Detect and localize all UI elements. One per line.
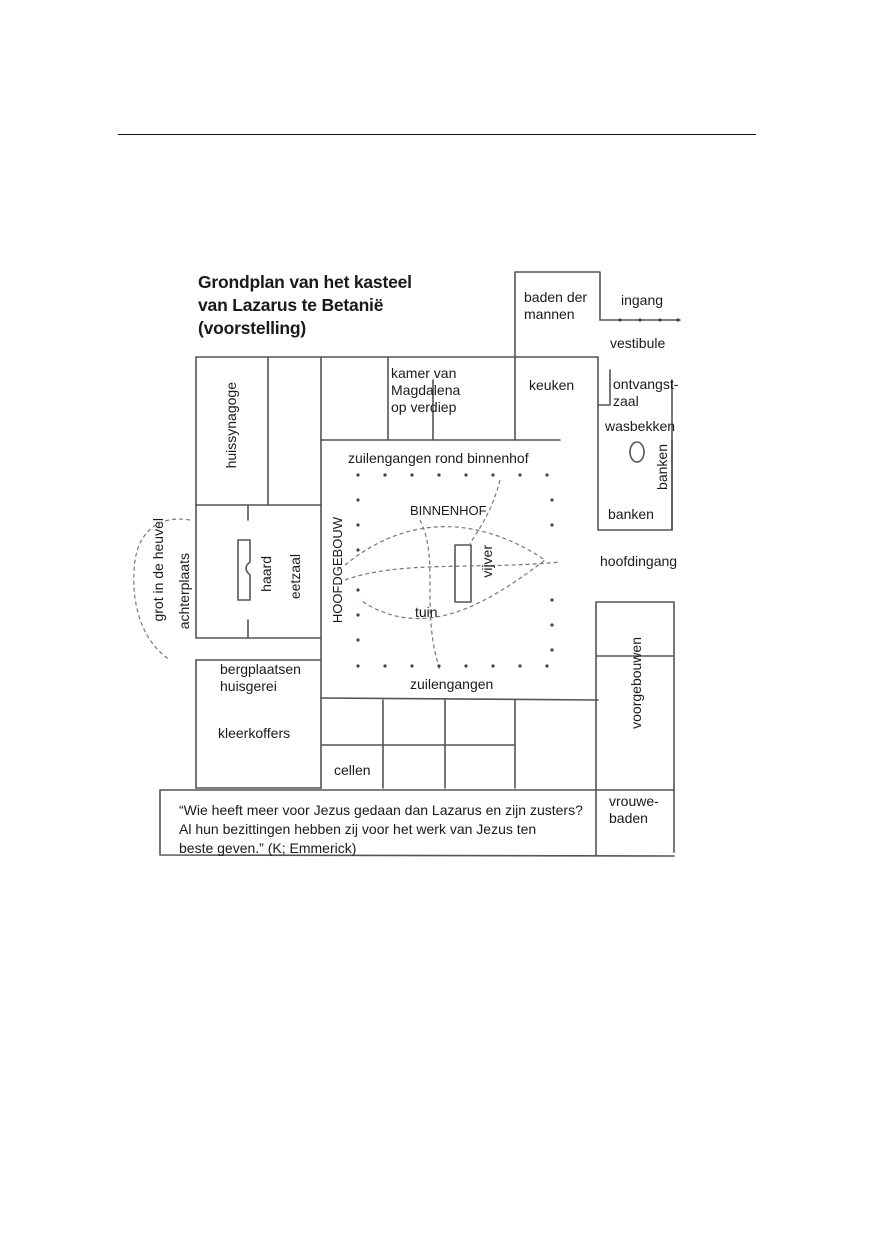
label-wasbekken: wasbekken: [605, 418, 676, 434]
label-baden-der-mannen: baden der mannen: [524, 289, 588, 322]
label-zuilengangen: zuilengangen: [410, 676, 494, 692]
label-banken: banken: [608, 506, 654, 522]
label-banken-vertical: banken: [654, 444, 670, 490]
plan-title: Grondplan van het kasteel van Lazarus te…: [198, 271, 412, 340]
label-kleerkoffers: kleerkoffers: [218, 725, 291, 741]
wall-bottom-row-top: [320, 697, 599, 701]
label-kamer-van-magdalena: kamer van Magdalena op verdiep: [391, 365, 461, 415]
label-ontvangstzaal: ontvangst- zaal: [613, 376, 679, 409]
wasbekken-basin: [629, 441, 645, 463]
label-hoofdingang: hoofdingang: [600, 553, 678, 569]
garden-path-2: [344, 561, 561, 581]
label-haard: haard: [258, 556, 274, 592]
vijver-shape: [454, 544, 472, 603]
title-line-3: (voorstelling): [198, 318, 307, 338]
label-voorgebouwen: voorgebouwen: [628, 637, 644, 729]
quote-line-1: “Wie heeft meer voor Jezus gedaan dan La…: [179, 802, 583, 818]
label-keuken: keuken: [529, 377, 575, 393]
quote-line-2: Al hun bezittingen hebben zij voor het w…: [179, 821, 537, 837]
title-line-1: Grondplan van het kasteel: [198, 272, 412, 292]
wall-cellen: [320, 697, 516, 789]
garden-path-1: [344, 526, 547, 620]
label-vestibule: vestibule: [610, 335, 666, 351]
garden-path-4: [469, 479, 501, 546]
label-huissynagoge: huissynagoge: [223, 382, 239, 469]
label-vrouwebaden: vrouwe- baden: [609, 793, 659, 826]
title-line-2: van Lazarus te Betanië: [198, 295, 384, 315]
cave-outline: [133, 518, 191, 661]
haard-shape: [237, 539, 251, 601]
label-cellen: cellen: [334, 762, 371, 778]
label-binnenhof: BINNENHOF: [410, 503, 487, 518]
label-bergplaatsen-huisgerei: bergplaatsen huisgerei: [220, 661, 301, 694]
label-grot-in-de-heuvel: grot in de heuvel: [150, 518, 166, 622]
label-tuin: tuin: [415, 604, 438, 620]
wall-ontvangst-inner: [597, 369, 611, 406]
quote-line-3: beste geven.” (K; Emmerick): [179, 840, 357, 856]
label-vijver: vijver: [479, 545, 495, 578]
label-ingang: ingang: [621, 292, 664, 308]
wall-baden-der-mannen: [514, 271, 601, 359]
wall-voorgebouwen: [595, 601, 675, 791]
emmerick-quote: “Wie heeft meer voor Jezus gedaan dan La…: [179, 801, 599, 858]
label-hoofdgebouw: HOOFDGEBOUW: [330, 517, 345, 624]
top-rule: [118, 134, 756, 135]
label-achterplaats: achterplaats: [176, 553, 192, 630]
garden-path-3: [419, 519, 441, 671]
label-eetzaal: eetzaal: [287, 554, 303, 600]
label-zuilengangen-rond-binnenhof: zuilengangen rond binnenhof: [348, 450, 529, 466]
wall-quote-box: [159, 789, 675, 857]
